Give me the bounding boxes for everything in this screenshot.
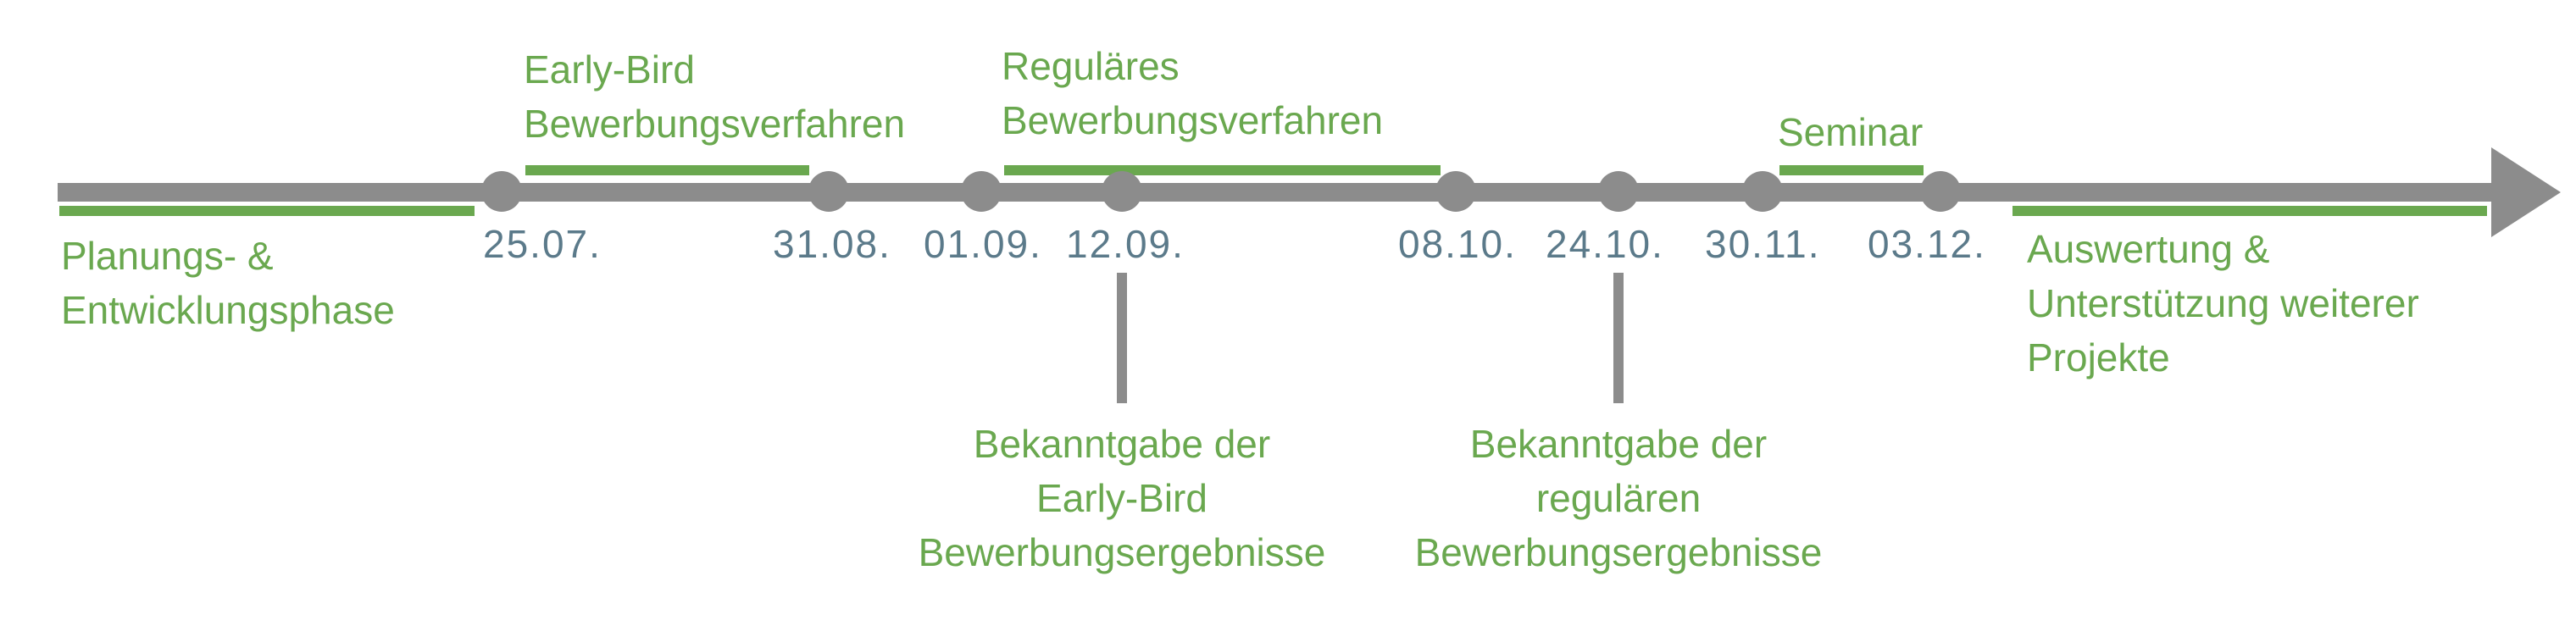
phase-label-evaluation: Auswertung & Unterstützung weiterer Proj… bbox=[2027, 222, 2419, 385]
phase-label-line: Planungs- & bbox=[61, 234, 274, 278]
phase-label-line: Reguläres bbox=[1002, 44, 1180, 88]
phase-label-line: Entwicklungsphase bbox=[61, 288, 395, 332]
phase-label-early-bird: Early-Bird Bewerbungsverfahren bbox=[524, 42, 905, 151]
announcement-label-regular-results: Bekanntgabe der regulären Bewerbungserge… bbox=[1398, 417, 1839, 579]
phase-label-line: Projekte bbox=[2027, 335, 2170, 379]
phase-label-planning: Planungs- & Entwicklungsphase bbox=[61, 229, 395, 337]
date-label: 03.12. bbox=[1868, 222, 1986, 266]
announcement-label-line: Bekanntgabe der bbox=[973, 422, 1271, 466]
connector-early-bird-results bbox=[1117, 273, 1127, 403]
announcement-label-line: Bewerbungsergebnisse bbox=[1414, 530, 1823, 574]
timeline-arrowhead bbox=[2491, 147, 2561, 237]
phase-bar-early-bird bbox=[525, 165, 809, 175]
date-label: 25.07. bbox=[483, 222, 602, 266]
date-label: 08.10. bbox=[1398, 222, 1517, 266]
announcement-label-line: Bekanntgabe der bbox=[1469, 422, 1768, 466]
phase-label-line: Bewerbungsverfahren bbox=[524, 102, 906, 146]
milestone-dot-12-09 bbox=[1102, 171, 1142, 212]
phase-label-regular: Reguläres Bewerbungsverfahren bbox=[1002, 39, 1383, 147]
phase-bar-seminar bbox=[1779, 165, 1924, 175]
milestone-dot-30-11 bbox=[1742, 171, 1783, 212]
milestone-dot-08-10 bbox=[1435, 171, 1476, 212]
milestone-dot-31-08 bbox=[808, 171, 849, 212]
date-label: 24.10. bbox=[1546, 222, 1664, 266]
phase-bar-regular bbox=[1004, 165, 1441, 175]
phase-bar-evaluation bbox=[2012, 206, 2487, 216]
phase-label-line: Early-Bird bbox=[524, 47, 695, 91]
phase-label-line: Unterstützung weiterer bbox=[2027, 281, 2419, 325]
phase-label-line: Seminar bbox=[1778, 110, 1924, 154]
timeline-axis bbox=[58, 183, 2515, 202]
milestone-dot-03-12 bbox=[1920, 171, 1961, 212]
date-label: 30.11. bbox=[1705, 222, 1821, 266]
milestone-dot-25-07 bbox=[481, 171, 522, 212]
milestone-dot-01-09 bbox=[961, 171, 1002, 212]
connector-regular-results bbox=[1613, 273, 1624, 403]
date-label: 12.09. bbox=[1066, 222, 1185, 266]
phase-bar-planning bbox=[59, 206, 475, 216]
announcement-label-early-bird-results: Bekanntgabe der Early-Bird Bewerbungserg… bbox=[902, 417, 1342, 579]
phase-label-seminar: Seminar bbox=[1778, 105, 1923, 159]
date-label: 01.09. bbox=[924, 222, 1042, 266]
phase-label-line: Auswertung & bbox=[2027, 227, 2270, 271]
date-label: 31.08. bbox=[773, 222, 891, 266]
announcement-label-line: Bewerbungsergebnisse bbox=[918, 530, 1326, 574]
milestone-dot-24-10 bbox=[1598, 171, 1639, 212]
announcement-label-line: Early-Bird bbox=[1036, 476, 1208, 520]
announcement-label-line: regulären bbox=[1535, 476, 1702, 520]
phase-label-line: Bewerbungsverfahren bbox=[1002, 98, 1384, 142]
